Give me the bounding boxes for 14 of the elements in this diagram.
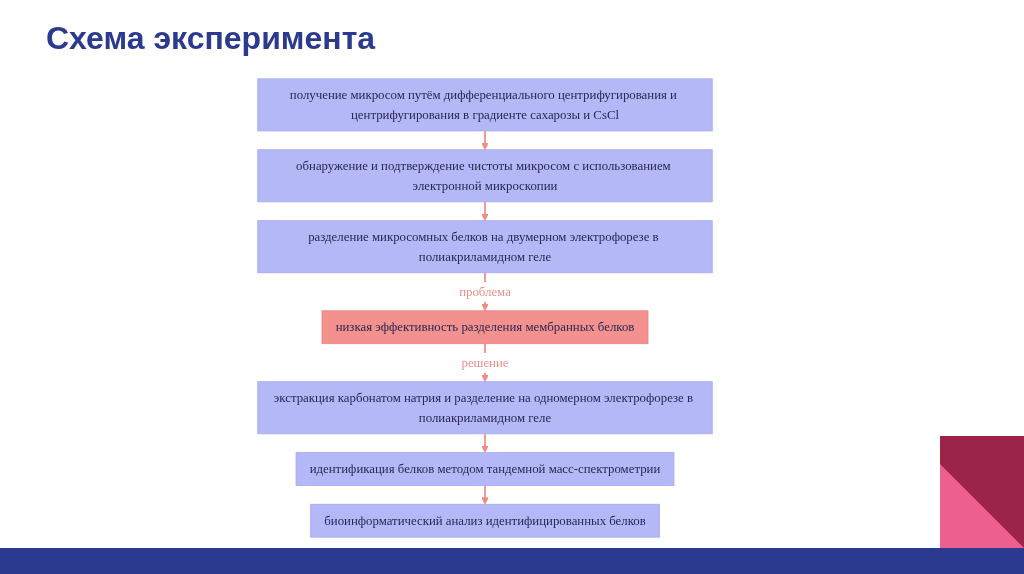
arrow [481, 484, 489, 505]
process-box: экстракция карбонатом натрия и разделение на одномерном электрофорезе в полиакриламидном геле [257, 381, 713, 435]
process-box: идентификация белков методом тандемной масс-спектрометрии [295, 452, 675, 486]
process-box: разделение микросомных белков на двумерном электрофорезе в полиакриламидном геле [257, 220, 713, 274]
arrow [481, 130, 489, 151]
arrow [481, 201, 489, 221]
slide-title: Схема эксперимента [46, 20, 376, 57]
process-box: обнаружение и подтверждение чистоты микросом с использованием электронной микроскопии [257, 149, 713, 203]
edge-label: решение [461, 353, 509, 373]
process-box: получение микросом путём дифференциального центрифугирования и центрифугирования в градиенте сахарозы и CsCl [257, 78, 713, 132]
arrow [481, 432, 489, 453]
edge-label: проблема [459, 282, 511, 302]
process-box: биоинформатический анализ идентифицированных белков [310, 503, 660, 538]
highlight-box: низкая эффективность разделения мембранных белков [321, 310, 649, 345]
